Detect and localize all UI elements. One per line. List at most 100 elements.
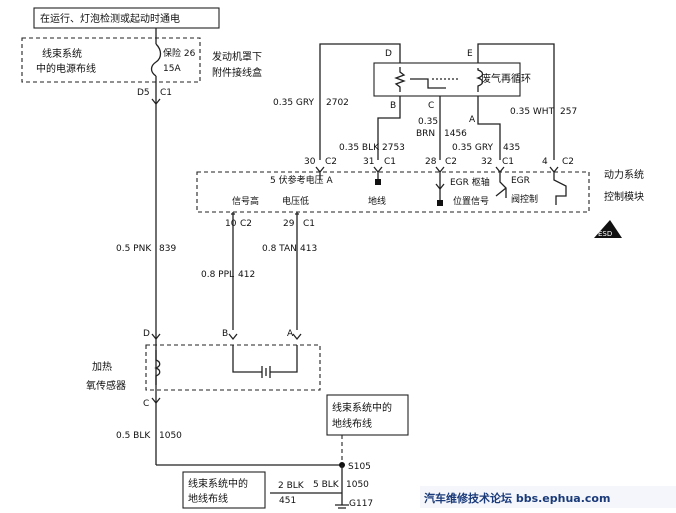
o2-pin-d: D [143,329,150,339]
w1456-num: 1456 [444,129,467,139]
o2-title-line2: 氧传感器 [86,379,126,392]
pcm-signal-high: 信号高 [232,195,259,207]
ground-icon [335,504,349,509]
egr-pin-e: E [467,49,473,59]
pcm-low-ref: 电压低 [282,195,309,207]
conn-c1-top: C1 [160,88,172,98]
egr-valve-box [373,62,521,97]
w412-num: 412 [238,270,255,280]
blk-2753-wire [377,96,401,160]
pcm-switch [553,172,567,205]
engine-box-line2: 附件接线盒 [212,66,262,79]
conn-4: 4 [542,157,548,167]
w2753-size: 0.35 BLK [339,143,380,153]
conn-10-c2: C2 [240,219,252,229]
fuse-rating: 15A [163,64,181,74]
pcm-box [196,171,590,213]
fuse-label: 保险 26 [163,47,196,59]
egr-pin-d: D [385,49,392,59]
w1050a-size: 0.5 BLK [116,431,151,441]
o2-heater [154,350,161,385]
o2-pin-b: B [222,329,228,339]
w1050b-num: 1050 [346,480,369,490]
conn-29-c1: C1 [303,219,315,229]
o2-sensor-cell [261,366,271,378]
w1050b-size: 5 BLK [313,480,340,490]
w435-size: 0.35 GRY [452,143,494,153]
w257-num: 257 [560,107,577,117]
conn-28-c2: C2 [445,157,457,167]
egr-pin-b: B [390,101,396,111]
pcm-valve-control: 阀控制 [511,193,538,205]
power-note-text: 在运行、灯泡检测或起动时通电 [40,12,180,25]
watermark: 汽车维修技术论坛 bbs.ephua.com [424,491,610,505]
ground-harness-right-box [326,394,409,436]
conn-30-c2: C2 [325,157,337,167]
conn-32-c1: C1 [502,157,514,167]
o2-title-line1: 加热 [92,360,112,373]
esd-warning-icon [594,220,622,238]
ppl-tan-wires [232,230,298,330]
engine-box-line1: 发动机罩下 [212,50,262,63]
pcm-ground-node [375,179,381,185]
egr-solenoid-coil [475,68,484,92]
conn-d5: D5 [137,88,150,98]
pcm-bottom-stubs [231,212,299,230]
w1456-color: BRN [416,129,435,139]
pcm-ref5v: 5 伏参考电压 A [270,174,333,186]
conn-29: 29 [283,219,295,229]
w2702-num: 2702 [326,98,349,108]
wht-257-wire [477,43,555,160]
w412-size: 0.8 PPL [201,270,234,280]
esd-mark: ESD [598,230,612,238]
watermark-bg [420,486,676,508]
w2753-num: 2753 [382,143,405,153]
w413-size: 0.8 TAN [262,244,297,254]
gry-2702-wire [319,43,401,160]
egr-title: 废气再循环 [481,72,531,85]
conn-d5-arrow [151,98,161,106]
ground-harness-left-line2: 地线布线 [188,492,228,505]
w451-num: 451 [279,496,296,506]
o2-top-arrows [151,333,302,341]
pcm-pintle-arrow [435,183,445,191]
ground-harness-left-box [182,471,266,509]
harness-power-line1: 线束系统 [42,47,82,60]
o2-c-arrow [151,397,161,405]
conn-30: 30 [304,157,316,167]
o2-sensor-loop [232,345,298,373]
pcm-pintle-node [437,200,443,206]
w1456-size: 0.35 [418,117,438,127]
splice-label: S105 [348,462,371,472]
conn-28: 28 [425,157,437,167]
pcm-title-line1: 动力系统 [604,168,644,181]
w839-num: 839 [159,244,176,254]
ground-harness-right-line2: 地线布线 [332,417,372,430]
w839-size: 0.5 PNK [116,244,152,254]
harness-power-line2: 中的电源布线 [36,62,96,75]
gry-435-wire [477,96,501,160]
w1050a-num: 1050 [159,431,182,441]
pcm-title-line2: 控制模块 [604,190,644,203]
harness-power-box [21,37,201,83]
w257-size: 0.35 WHT [510,107,555,117]
egr-pin-c: C [428,101,434,111]
pcm-egr-pintle: EGR 枢轴 [450,176,490,188]
ground-label: G117 [349,499,373,509]
o2-pin-c: C [143,399,149,409]
ground-harness-right-line1: 线束系统中的 [332,401,392,414]
pcm-position-signal: 位置信号 [453,195,489,207]
pcm-egr-driver [495,172,507,198]
conn-4-c2: C2 [562,157,574,167]
conn-10: 10 [225,219,237,229]
conn-31: 31 [363,157,374,167]
pcm-top-arrows [315,166,559,174]
o2-pin-a: A [287,329,294,339]
w451-size: 2 BLK [278,481,305,491]
w435-num: 435 [503,143,520,153]
pcm-ground-label: 地线 [368,195,386,207]
conn-32: 32 [481,157,492,167]
fuse-icon [150,43,162,77]
